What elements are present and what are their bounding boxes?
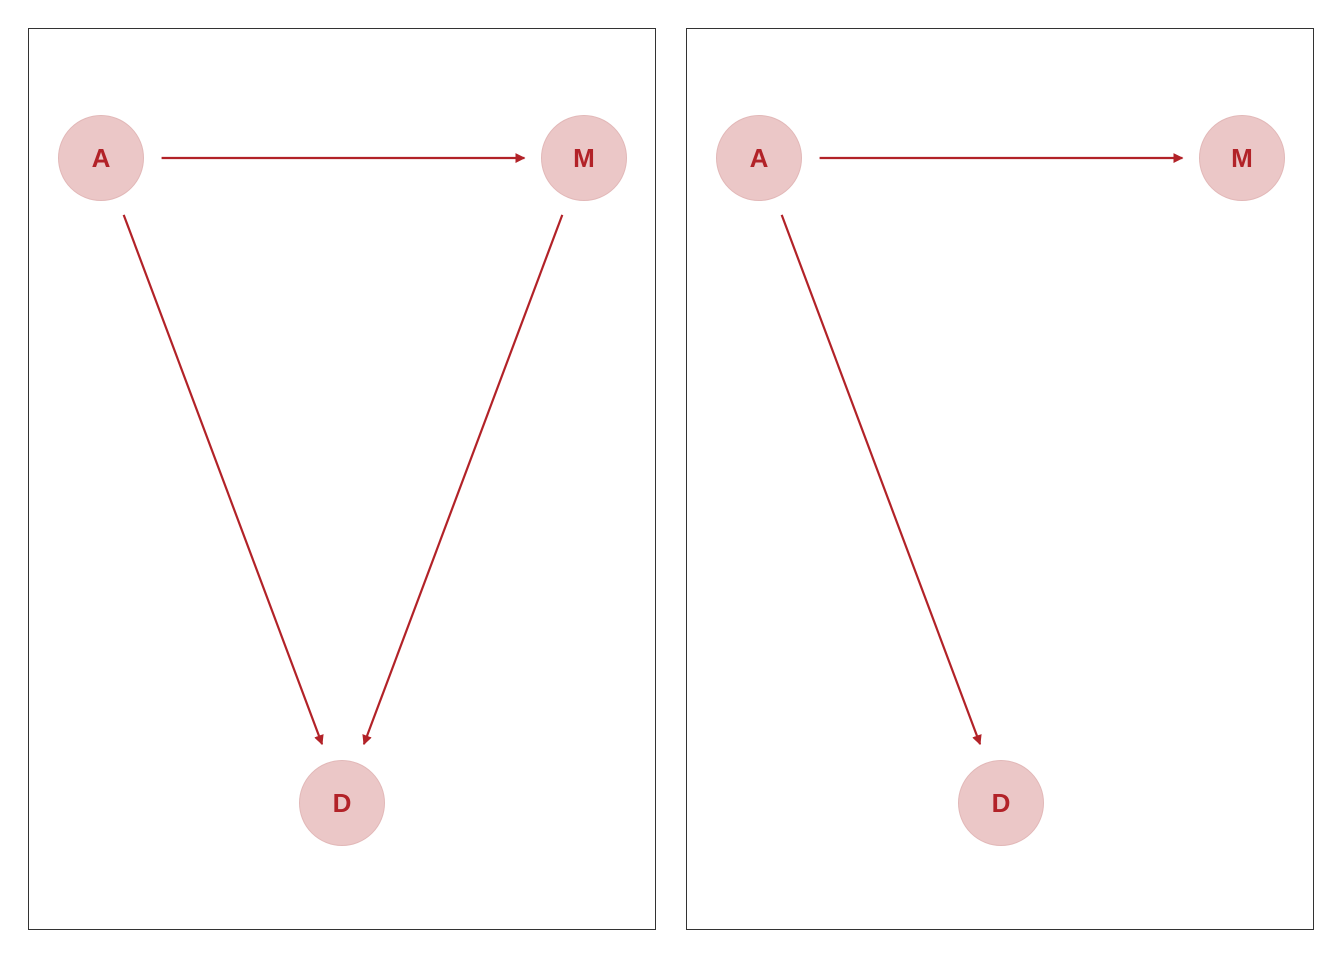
- node-d-label: D: [991, 787, 1011, 818]
- node-a-label: A: [91, 142, 111, 173]
- edge-a-to-d: [122, 214, 324, 746]
- edge-a-to-d: [780, 214, 982, 746]
- node-d: D: [299, 760, 385, 846]
- edges-layer-left: [122, 153, 564, 746]
- edge-m-to-d: [362, 214, 564, 746]
- node-m: M: [541, 115, 627, 201]
- node-a-label: A: [749, 142, 769, 173]
- node-a: A: [716, 115, 802, 201]
- dag-panel-right: A M D: [686, 28, 1314, 930]
- edges-layer-right: [780, 153, 1184, 746]
- node-d: D: [958, 760, 1044, 846]
- dag-panel-left: A M D: [28, 28, 656, 930]
- node-m-label: M: [1231, 142, 1253, 173]
- node-m-label: M: [573, 142, 595, 173]
- node-a: A: [58, 115, 144, 201]
- node-m: M: [1199, 115, 1285, 201]
- node-d-label: D: [332, 787, 352, 818]
